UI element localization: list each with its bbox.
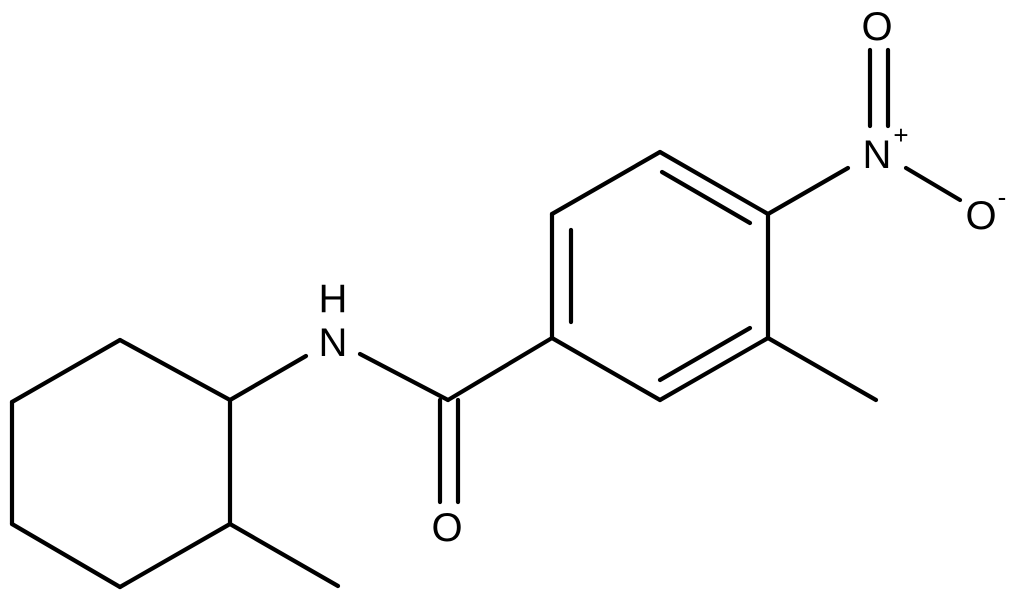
nitro-oxygen-charge: - [998, 182, 1007, 212]
bond-aryl-methyl [765, 335, 879, 403]
amide-hydrogen-label: H [319, 277, 348, 321]
aromatic-inner-bond-top [659, 169, 753, 226]
bond-c4-c5 [9, 521, 123, 590]
bond-ar2-ar3 [549, 149, 663, 217]
bond-ring-methyl [227, 521, 341, 589]
nitro-single-oxygen-label: O [965, 194, 996, 238]
bond-aryl-nitro [765, 165, 851, 217]
carbonyl-oxygen-label: O [431, 506, 462, 550]
aromatic-inner-bond-bottom [657, 325, 753, 383]
bond-c2-c3 [9, 337, 123, 405]
benzene-ring [549, 149, 771, 403]
bond-ar3-ar4 [657, 149, 771, 217]
nitro-nitrogen-label: N [863, 133, 892, 177]
nitro-nitrogen-charge: + [893, 120, 908, 150]
bond-c1-c2 [117, 337, 233, 403]
bond-nitrogen-carbonyl [357, 351, 451, 403]
bond-carbonyl-ring [445, 335, 555, 403]
amide-nitrogen-label: N [319, 321, 348, 365]
bond-ring-nitrogen [227, 353, 309, 403]
bond-ar5-ar6 [657, 335, 771, 403]
nitro-double-oxygen-label: O [861, 5, 892, 49]
bond-ar6-ar1 [549, 335, 663, 403]
bond-c5-c6 [117, 521, 233, 590]
bond-nitro-o-single [903, 165, 963, 203]
cyclohexane-ring [9, 337, 233, 590]
